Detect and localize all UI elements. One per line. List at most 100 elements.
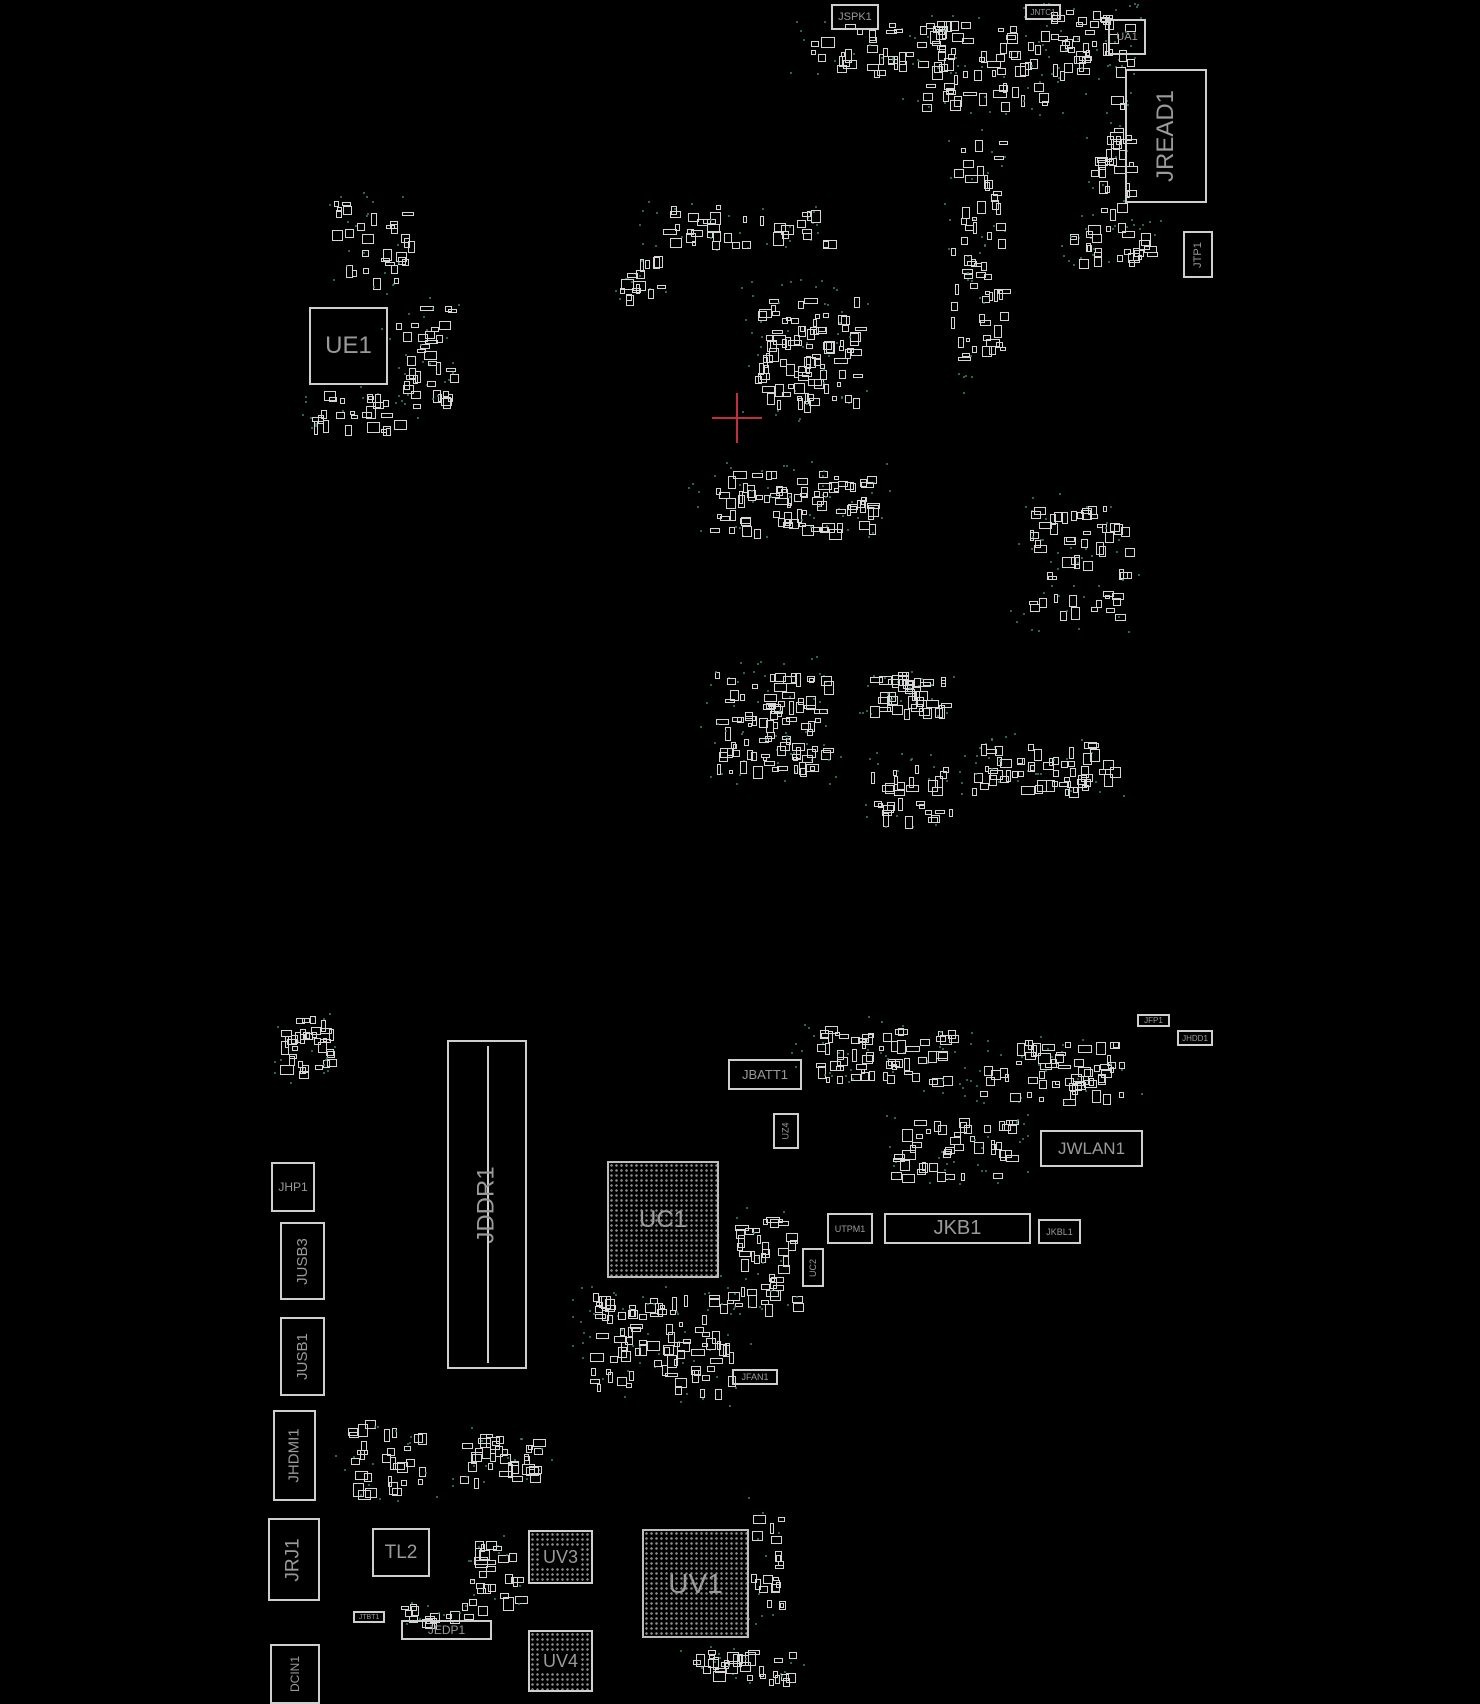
smd-component[interactable]: [657, 1302, 663, 1317]
smd-component[interactable]: [1071, 1083, 1078, 1095]
smd-component[interactable]: [1106, 1054, 1111, 1066]
smd-component[interactable]: [1114, 128, 1125, 133]
smd-component[interactable]: [347, 1428, 359, 1436]
smd-component[interactable]: [982, 346, 993, 358]
component-jedp1[interactable]: JEDP1: [401, 1620, 492, 1640]
smd-component[interactable]: [1041, 101, 1048, 106]
smd-component[interactable]: [926, 23, 935, 29]
smd-component[interactable]: [1033, 749, 1042, 762]
smd-component[interactable]: [978, 56, 986, 63]
smd-component[interactable]: [806, 764, 820, 772]
smd-component[interactable]: [999, 43, 1008, 54]
smd-component[interactable]: [728, 769, 734, 775]
smd-component[interactable]: [410, 323, 419, 328]
smd-component[interactable]: [1037, 779, 1047, 792]
smd-component[interactable]: [937, 20, 947, 28]
smd-component[interactable]: [1104, 774, 1114, 788]
smd-component[interactable]: [1041, 1044, 1056, 1051]
smd-component[interactable]: [850, 332, 859, 347]
smd-component[interactable]: [511, 1577, 525, 1583]
smd-component[interactable]: [948, 54, 956, 61]
smd-component[interactable]: [948, 1034, 960, 1043]
smd-component[interactable]: [639, 259, 644, 272]
smd-component[interactable]: [1028, 41, 1034, 51]
smd-component[interactable]: [933, 62, 943, 73]
smd-component[interactable]: [373, 277, 381, 291]
smd-component[interactable]: [291, 1035, 299, 1045]
smd-component[interactable]: [780, 224, 794, 235]
smd-component[interactable]: [879, 675, 893, 686]
smd-component[interactable]: [769, 673, 775, 682]
smd-component[interactable]: [914, 764, 920, 775]
smd-component[interactable]: [1038, 598, 1047, 609]
smd-component[interactable]: [737, 495, 746, 508]
smd-component[interactable]: [694, 1326, 705, 1334]
smd-component[interactable]: [720, 1662, 730, 1668]
component-uv3[interactable]: UV3: [528, 1530, 593, 1584]
smd-component[interactable]: [1101, 207, 1109, 213]
smd-component[interactable]: [357, 1489, 371, 1501]
smd-component[interactable]: [394, 419, 408, 431]
smd-component[interactable]: [882, 809, 892, 817]
smd-component[interactable]: [1050, 1058, 1057, 1068]
smd-component[interactable]: [866, 475, 878, 484]
smd-component[interactable]: [621, 1351, 632, 1362]
smd-component[interactable]: [1060, 611, 1067, 622]
smd-component[interactable]: [1105, 226, 1111, 233]
smd-component[interactable]: [985, 290, 991, 296]
smd-component[interactable]: [938, 50, 946, 62]
smd-component[interactable]: [824, 1026, 838, 1035]
smd-component[interactable]: [819, 526, 829, 534]
smd-component[interactable]: [532, 1438, 546, 1447]
smd-component[interactable]: [1009, 26, 1018, 33]
smd-component[interactable]: [932, 40, 941, 47]
smd-component[interactable]: [1038, 1079, 1047, 1089]
smd-component[interactable]: [888, 679, 901, 686]
smd-component[interactable]: [932, 65, 944, 80]
smd-component[interactable]: [447, 394, 454, 403]
smd-component[interactable]: [787, 383, 795, 390]
smd-component[interactable]: [811, 745, 818, 753]
smd-component[interactable]: [504, 1574, 513, 1585]
smd-component[interactable]: [751, 1574, 757, 1583]
smd-component[interactable]: [802, 212, 811, 217]
smd-component[interactable]: [943, 766, 950, 773]
smd-component[interactable]: [1104, 594, 1110, 600]
smd-component[interactable]: [794, 370, 800, 379]
smd-component[interactable]: [917, 696, 925, 708]
smd-component[interactable]: [836, 382, 841, 387]
smd-component[interactable]: [974, 773, 984, 783]
smd-component[interactable]: [954, 283, 960, 295]
smd-component[interactable]: [788, 1241, 796, 1252]
smd-component[interactable]: [323, 1037, 328, 1042]
smd-component[interactable]: [752, 472, 763, 479]
smd-component[interactable]: [883, 1071, 889, 1082]
smd-component[interactable]: [750, 752, 758, 761]
smd-component[interactable]: [766, 392, 775, 405]
smd-component[interactable]: [691, 1370, 699, 1384]
smd-component[interactable]: [1001, 102, 1011, 113]
smd-component[interactable]: [788, 700, 794, 715]
smd-component[interactable]: [1138, 239, 1150, 251]
smd-component[interactable]: [344, 229, 354, 239]
smd-component[interactable]: [820, 364, 825, 369]
smd-component[interactable]: [1034, 784, 1044, 795]
smd-component[interactable]: [776, 399, 781, 410]
smd-component[interactable]: [400, 1479, 408, 1486]
smd-component[interactable]: [508, 1553, 517, 1563]
smd-component[interactable]: [794, 494, 802, 502]
smd-component[interactable]: [987, 232, 993, 240]
smd-component[interactable]: [919, 1163, 928, 1174]
smd-component[interactable]: [387, 1476, 392, 1488]
smd-component[interactable]: [691, 241, 697, 246]
smd-component[interactable]: [617, 1377, 628, 1387]
smd-component[interactable]: [638, 1340, 648, 1346]
smd-component[interactable]: [753, 765, 763, 779]
smd-component[interactable]: [1033, 506, 1046, 515]
smd-component[interactable]: [964, 224, 975, 232]
smd-component[interactable]: [765, 720, 775, 734]
smd-component[interactable]: [894, 1153, 905, 1160]
smd-component[interactable]: [1016, 1060, 1023, 1066]
smd-component[interactable]: [812, 319, 818, 328]
